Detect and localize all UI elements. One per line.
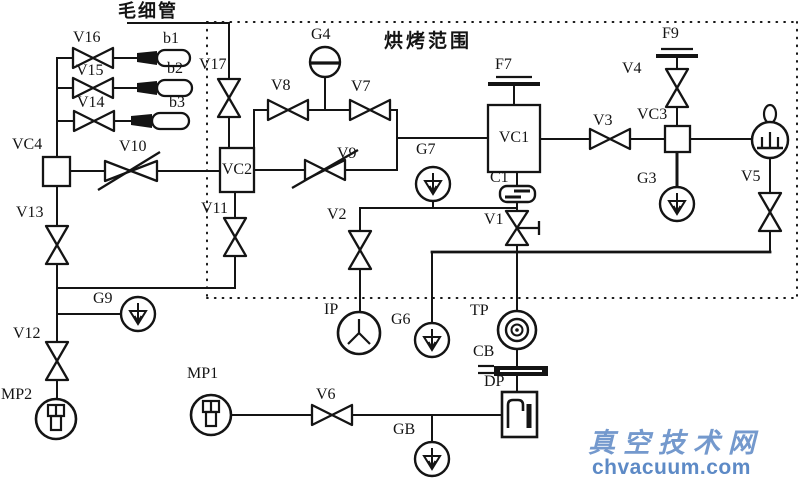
- label-v8: V8: [271, 77, 291, 94]
- valve-v17: [216, 77, 242, 119]
- valve-v16: [71, 46, 115, 70]
- valve-v4: [664, 67, 690, 109]
- label-v14: V14: [77, 94, 105, 111]
- gauge-gb: [413, 440, 451, 478]
- label-mp1: MP1: [187, 365, 219, 382]
- watermark-site-name: 真空技术网: [588, 428, 763, 458]
- label-f7: F7: [495, 56, 512, 73]
- label-v1: V1: [484, 211, 504, 228]
- label-g9: G9: [93, 290, 113, 307]
- gas-bottle-b3: [131, 111, 191, 131]
- label-f9: F9: [662, 25, 679, 42]
- label-g3: G3: [637, 170, 657, 187]
- bellows-cb: [478, 364, 548, 376]
- mechanical-pump-mp2: [34, 397, 78, 441]
- valve-v5: [757, 191, 783, 233]
- label-vc2: VC2: [221, 161, 253, 178]
- gauge-g6: [413, 321, 451, 359]
- valve-v6: [310, 403, 354, 427]
- chamber-vc4: [41, 155, 72, 188]
- label-v12: V12: [13, 325, 41, 342]
- label-v5: V5: [741, 168, 761, 185]
- turbo-pump-tp: [496, 309, 538, 351]
- valve-v15: [71, 76, 115, 100]
- valve-v7: [348, 98, 392, 122]
- label-mp2: MP2: [1, 386, 33, 403]
- label-gb: GB: [393, 421, 416, 438]
- flange-f9: [656, 47, 698, 58]
- flange-f7: [488, 75, 540, 86]
- gas-bottle-b2: [137, 78, 194, 98]
- chamber-vc2: [218, 146, 256, 194]
- label-v10: V10: [119, 138, 147, 155]
- label-vc3: VC3: [637, 106, 668, 123]
- label-g4: G4: [311, 26, 331, 43]
- label-v7: V7: [351, 78, 371, 95]
- label-g7: G7: [416, 141, 436, 158]
- label-b2: b2: [167, 60, 183, 77]
- valve-v13: [44, 224, 70, 266]
- trap-c1: [498, 184, 537, 204]
- label-vc4: VC4: [12, 136, 43, 153]
- needle-valve-v10: [97, 151, 161, 191]
- label-b3: b3: [169, 94, 185, 111]
- label-v15: V15: [76, 62, 104, 79]
- bake-zone-boundary: [206, 21, 798, 299]
- valve-v8: [266, 98, 310, 122]
- label-g6: G6: [391, 311, 411, 328]
- pipe-lines: [56, 22, 772, 443]
- gauge-g3: [658, 185, 696, 223]
- label-b1: b1: [163, 30, 179, 47]
- label-v3: V3: [593, 112, 613, 129]
- bake-zone-label: 烘烤范围: [384, 31, 473, 52]
- label-v2: V2: [327, 206, 347, 223]
- label-v4: V4: [622, 60, 642, 77]
- label-ip: IP: [324, 301, 339, 318]
- ion-pump-ip: [336, 310, 382, 356]
- chamber-vc1: [486, 103, 542, 174]
- label-tp: TP: [470, 302, 489, 319]
- label-cb: CB: [473, 343, 495, 360]
- label-v9: V9: [337, 145, 357, 162]
- gauge-g9: [119, 295, 157, 333]
- gauge-g4: [308, 45, 342, 79]
- label-v6: V6: [316, 386, 336, 403]
- label-dp: DP: [484, 373, 505, 390]
- label-v13: V13: [16, 204, 44, 221]
- label-v16: V16: [73, 29, 101, 46]
- label-v11: V11: [201, 200, 228, 217]
- gas-bottle-b1: [137, 48, 192, 68]
- valve-v11: [222, 216, 248, 258]
- watermark-site-url: chvacuum.com: [592, 456, 751, 479]
- chamber-vc3: [663, 124, 692, 154]
- valve-v3: [588, 127, 632, 151]
- label-v17: V17: [199, 56, 227, 73]
- valve-v14: [72, 109, 116, 133]
- valve-v12: [44, 340, 70, 382]
- gauge-g7: [414, 165, 452, 203]
- mechanical-pump-mp1: [189, 393, 233, 437]
- valve-v1: [504, 209, 541, 247]
- diffusion-pump-dp: [500, 390, 539, 439]
- ionization-gauge: [750, 103, 790, 160]
- label-vc1: VC1: [498, 129, 530, 146]
- needle-valve-v9: [291, 149, 359, 189]
- capillary-label: 毛细管: [118, 1, 178, 21]
- label-c1: C1: [490, 169, 509, 186]
- valve-v2: [347, 229, 373, 271]
